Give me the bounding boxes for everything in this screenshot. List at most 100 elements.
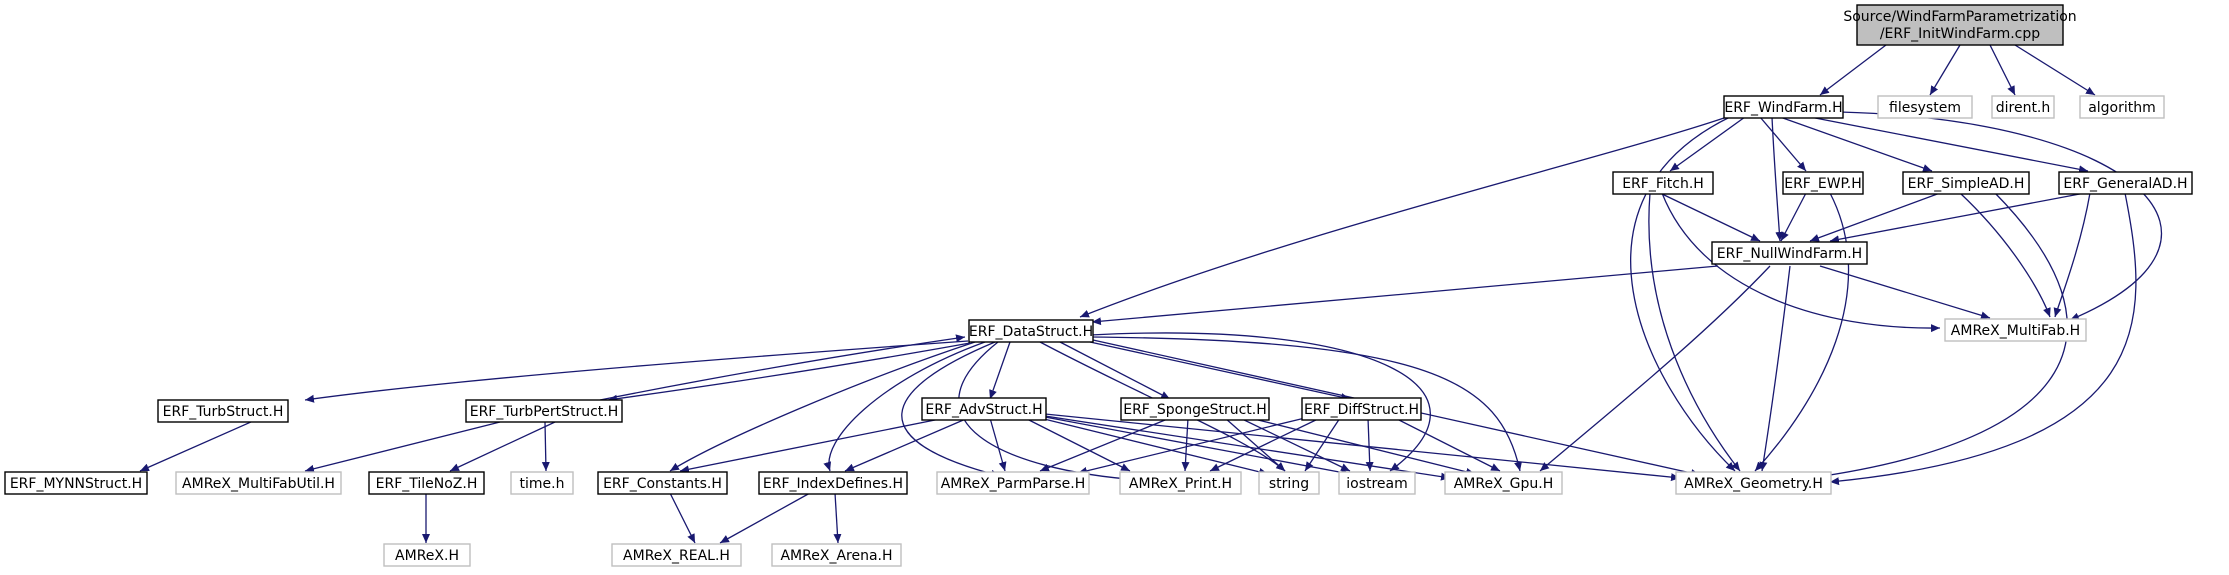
node-simplead-box xyxy=(1902,171,2030,195)
edge-ewp-nullwindfarm xyxy=(1780,192,1807,242)
edge-advstruct-iostream xyxy=(1044,416,1351,477)
edge-windfarm-generalad xyxy=(1809,116,2089,174)
node-diffstruct-label: ERF_DiffStruct.H xyxy=(1304,402,1419,418)
node-arena[interactable]: AMReX_Arena.H xyxy=(771,543,902,567)
node-simplead[interactable]: ERF_SimpleAD.H xyxy=(1902,171,2030,195)
node-parmparse[interactable]: AMReX_ParmParse.H xyxy=(936,471,1090,495)
node-fitch[interactable]: ERF_Fitch.H xyxy=(1612,171,1714,195)
edge-windfarm-multifab xyxy=(1839,111,2162,321)
node-generalad-box xyxy=(2058,171,2193,195)
node-nullwindfarm-box xyxy=(1711,241,1868,265)
node-generalad[interactable]: ERF_GeneralAD.H xyxy=(2058,171,2193,195)
edge-fitch-nullwindfarm xyxy=(1659,192,1761,242)
node-tilenoz-label: ERF_TileNoZ.H xyxy=(376,476,478,492)
node-windfarm-box xyxy=(1723,95,1844,119)
node-geometry-box xyxy=(1675,471,1832,495)
edge-diffstruct-iostream xyxy=(1365,417,1374,472)
node-real[interactable]: AMReX_REAL.H xyxy=(611,543,742,567)
node-turbstruct[interactable]: ERF_TurbStruct.H xyxy=(157,399,289,423)
node-filesystem-label: filesystem xyxy=(1889,100,1961,116)
node-constants-label: ERF_Constants.H xyxy=(603,476,722,492)
edge-turbpertstruct-tilenoz xyxy=(449,421,556,472)
node-algorithm[interactable]: algorithm xyxy=(2079,95,2165,119)
edge-windfarm-simplead xyxy=(1779,116,1933,172)
node-tilenoz-box xyxy=(368,471,485,495)
node-real-box xyxy=(611,543,742,567)
edge-advstruct-print xyxy=(1024,417,1131,472)
node-simplead-label: ERF_SimpleAD.H xyxy=(1908,176,2025,192)
edge-nullwindfarm-geometry xyxy=(1759,265,1791,472)
node-string[interactable]: string xyxy=(1258,471,1320,495)
node-diffstruct[interactable]: ERF_DiffStruct.H xyxy=(1301,397,1422,421)
node-diffstruct-box xyxy=(1301,397,1422,421)
node-turbpertstruct-box xyxy=(465,399,623,423)
node-filesystem-box xyxy=(1877,95,1973,119)
node-multifabutil[interactable]: AMReX_MultiFabUtil.H xyxy=(175,471,342,495)
node-fitch-box xyxy=(1612,171,1714,195)
node-indexdefines-box xyxy=(758,471,908,495)
node-indexdefines[interactable]: ERF_IndexDefines.H xyxy=(758,471,908,495)
node-dirent-box xyxy=(1991,95,2055,119)
node-multifab[interactable]: AMReX_MultiFab.H xyxy=(1944,318,2087,342)
edge-root-windfarm xyxy=(1819,44,1887,96)
node-string-label: string xyxy=(1269,476,1309,492)
node-real-label: AMReX_REAL.H xyxy=(623,548,730,564)
node-nullwindfarm[interactable]: ERF_NullWindFarm.H xyxy=(1711,241,1868,265)
edge-diffstruct-gpu xyxy=(1394,417,1501,472)
node-iostream-label: iostream xyxy=(1346,476,1408,492)
node-mynnstruct-box xyxy=(4,471,148,495)
node-filesystem[interactable]: filesystem xyxy=(1877,95,1973,119)
node-spongestruct[interactable]: ERF_SpongeStruct.H xyxy=(1120,397,1270,421)
node-turbpertstruct[interactable]: ERF_TurbPertStruct.H xyxy=(465,399,623,423)
node-windfarm-label: ERF_WindFarm.H xyxy=(1724,100,1842,116)
edge-windfarm-fitch xyxy=(1669,116,1746,172)
node-iostream[interactable]: iostream xyxy=(1338,471,1416,495)
node-advstruct[interactable]: ERF_AdvStruct.H xyxy=(921,397,1047,421)
node-turbstruct-box xyxy=(157,399,289,423)
node-dirent-label: dirent.h xyxy=(1996,100,2051,116)
node-datastruct[interactable]: ERF_DataStruct.H xyxy=(968,319,1094,343)
node-ewp[interactable]: ERF_EWP.H xyxy=(1782,171,1864,195)
edge-datastruct-turbpertstruct xyxy=(607,342,971,403)
node-constants[interactable]: ERF_Constants.H xyxy=(597,471,728,495)
node-dirent[interactable]: dirent.h xyxy=(1991,95,2055,119)
edge-advstruct-constants xyxy=(679,417,946,474)
node-datastruct-box xyxy=(968,319,1094,343)
node-amrex-box xyxy=(383,543,471,567)
node-parmparse-label: AMReX_ParmParse.H xyxy=(941,476,1086,492)
edge-datastruct-spongestruct xyxy=(1059,341,1171,400)
edge-diffstruct-string xyxy=(1304,417,1341,472)
node-constants-box xyxy=(597,471,728,495)
node-tilenoz[interactable]: ERF_TileNoZ.H xyxy=(368,471,485,495)
node-root[interactable]: Source/WindFarmParametrization /ERF_Init… xyxy=(1843,4,2077,46)
edge-fitch-geometry xyxy=(1648,192,1741,472)
edge-generalad-nullwindfarm xyxy=(1829,192,2086,244)
node-windfarm[interactable]: ERF_WindFarm.H xyxy=(1723,95,1844,119)
edge-nullwindfarm-multifab xyxy=(1819,265,1991,320)
edge-windfarm-datastruct xyxy=(1079,116,1728,318)
edge-ewp-geometry xyxy=(1754,192,1850,472)
node-algorithm-box xyxy=(2079,95,2165,119)
edge-spongestruct-parmparse xyxy=(1039,417,1171,472)
node-datastruct-label: ERF_DataStruct.H xyxy=(969,324,1093,340)
edge-nullwindfarm-gpu xyxy=(1539,265,1771,472)
node-advstruct-label: ERF_AdvStruct.H xyxy=(925,402,1042,418)
node-geometry[interactable]: AMReX_Geometry.H xyxy=(1675,471,1832,495)
node-indexdefines-label: ERF_IndexDefines.H xyxy=(763,476,903,492)
edge-diffstruct-parmparse xyxy=(1077,417,1306,475)
node-gpu[interactable]: AMReX_Gpu.H xyxy=(1444,471,1563,495)
node-root-label-line2: /ERF_InitWindFarm.cpp xyxy=(1880,26,2040,42)
node-print[interactable]: AMReX_Print.H xyxy=(1119,471,1242,495)
node-multifab-box xyxy=(1944,318,2087,342)
node-parmparse-box xyxy=(936,471,1090,495)
node-ewp-box xyxy=(1782,171,1864,195)
node-timeh[interactable]: time.h xyxy=(510,471,574,495)
node-amrex[interactable]: AMReX.H xyxy=(383,543,471,567)
node-mynnstruct[interactable]: ERF_MYNNStruct.H xyxy=(4,471,148,495)
node-ewp-label: ERF_EWP.H xyxy=(1784,176,1862,192)
node-mynnstruct-label: ERF_MYNNStruct.H xyxy=(10,476,142,492)
edge-fitch-multifab xyxy=(1661,192,1941,333)
node-timeh-box xyxy=(510,471,574,495)
edge-advstruct-gpu xyxy=(1044,415,1451,481)
